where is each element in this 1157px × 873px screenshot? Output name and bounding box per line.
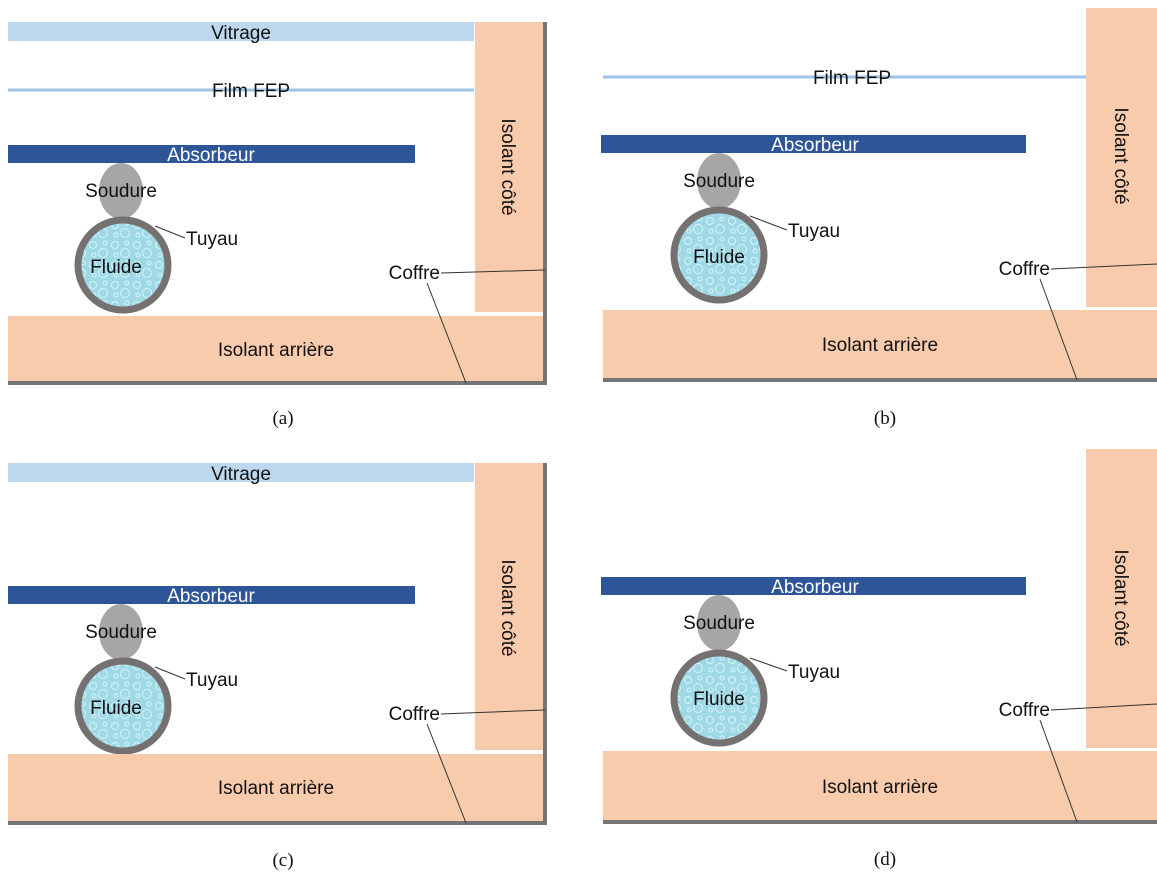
tuyau-pipe: [670, 206, 768, 304]
fluide-label: Fluide: [90, 698, 142, 719]
panel-c: Vitrage Absorbeur Soudure Fluide Tuyau I…: [8, 463, 547, 871]
tuyau-leader: [154, 225, 186, 239]
coffre-leader-bottom: [1039, 719, 1078, 823]
soudure-weld: [99, 604, 143, 660]
isolant-arriere-block: [8, 754, 543, 821]
panel-d: Absorbeur Soudure Fluide Tuyau Isolant c…: [601, 449, 1157, 870]
caption-d: (d): [874, 849, 896, 870]
isolant-arriere-label: Isolant arrière: [218, 778, 334, 799]
absorbeur-label: Absorbeur: [771, 135, 859, 156]
absorbeur-plate: [601, 577, 1026, 595]
isolant-cote-label: Isolant côté: [1110, 107, 1131, 204]
caption-c: (c): [272, 850, 293, 871]
coffre-label: Coffre: [999, 259, 1050, 280]
tuyau-label: Tuyau: [186, 670, 238, 691]
tuyau-label: Tuyau: [788, 662, 840, 683]
fluide-label: Fluide: [693, 247, 745, 268]
tuyau-leader: [749, 657, 788, 672]
soudure-label: Soudure: [85, 622, 157, 643]
absorbeur-label: Absorbeur: [167, 145, 255, 166]
coffre-label: Coffre: [999, 700, 1050, 721]
soudure-weld: [99, 163, 143, 219]
coffre-leader-side: [440, 269, 546, 274]
fluide-label: Fluide: [693, 689, 745, 710]
isolant-cote-block: [1086, 449, 1157, 748]
isolant-cote-block: [475, 463, 543, 750]
coffre-leader-bottom: [1039, 278, 1078, 381]
isolant-cote-block: [1086, 8, 1157, 307]
isolant-cote-label: Isolant côté: [497, 559, 518, 656]
coffre-leader-side: [440, 709, 546, 715]
tuyau-label: Tuyau: [186, 229, 238, 250]
tuyau-label: Tuyau: [788, 221, 840, 242]
soudure-weld: [697, 153, 741, 209]
isolant-arriere-block: [603, 751, 1157, 820]
tuyau-leader: [154, 666, 186, 680]
coffre-leader-side: [1050, 703, 1157, 711]
isolant-arriere-label: Isolant arrière: [218, 340, 334, 361]
absorbeur-plate: [601, 135, 1026, 153]
caption-a: (a): [272, 408, 293, 429]
absorbeur-label: Absorbeur: [771, 577, 859, 598]
soudure-weld: [697, 595, 741, 651]
vitrage-label: Vitrage: [211, 464, 271, 485]
caption-b: (b): [874, 408, 896, 429]
isolant-arriere-block: [603, 310, 1157, 378]
isolant-cote-label: Isolant côté: [497, 118, 518, 215]
absorbeur-plate: [8, 586, 415, 604]
film-fep-label: Film FEP: [813, 68, 891, 89]
tuyau-pipe: [74, 216, 172, 314]
vitrage-label: Vitrage: [211, 23, 271, 44]
isolant-arriere-label: Isolant arrière: [822, 777, 938, 798]
soudure-label: Soudure: [683, 613, 755, 634]
vitrage-layer: [8, 22, 474, 41]
isolant-arriere-label: Isolant arrière: [822, 335, 938, 356]
absorbeur-label: Absorbeur: [167, 586, 255, 607]
vitrage-layer: [8, 463, 474, 482]
tuyau-leader: [749, 215, 788, 231]
coffre-leader-bottom: [426, 723, 467, 824]
isolant-cote-block: [475, 22, 543, 312]
tuyau-pipe: [74, 657, 172, 755]
absorbeur-plate: [8, 145, 415, 163]
coffre-label: Coffre: [389, 704, 440, 725]
isolant-arriere-block: [8, 316, 543, 381]
tuyau-pipe: [670, 649, 768, 747]
panel-b: Film FEP Absorbeur Soudure Fluide Tuyau …: [601, 8, 1157, 429]
isolant-cote-label: Isolant côté: [1110, 549, 1131, 646]
coffre-label: Coffre: [389, 263, 440, 284]
soudure-label: Soudure: [683, 171, 755, 192]
fluide-label: Fluide: [90, 257, 142, 278]
soudure-label: Soudure: [85, 181, 157, 202]
film-fep-label: Film FEP: [212, 81, 290, 102]
coffre-leader-bottom: [426, 282, 467, 384]
panel-a: Vitrage Film FEP Absorbeur Soudure Fluid…: [8, 22, 547, 429]
coffre-leader-side: [1050, 263, 1157, 270]
